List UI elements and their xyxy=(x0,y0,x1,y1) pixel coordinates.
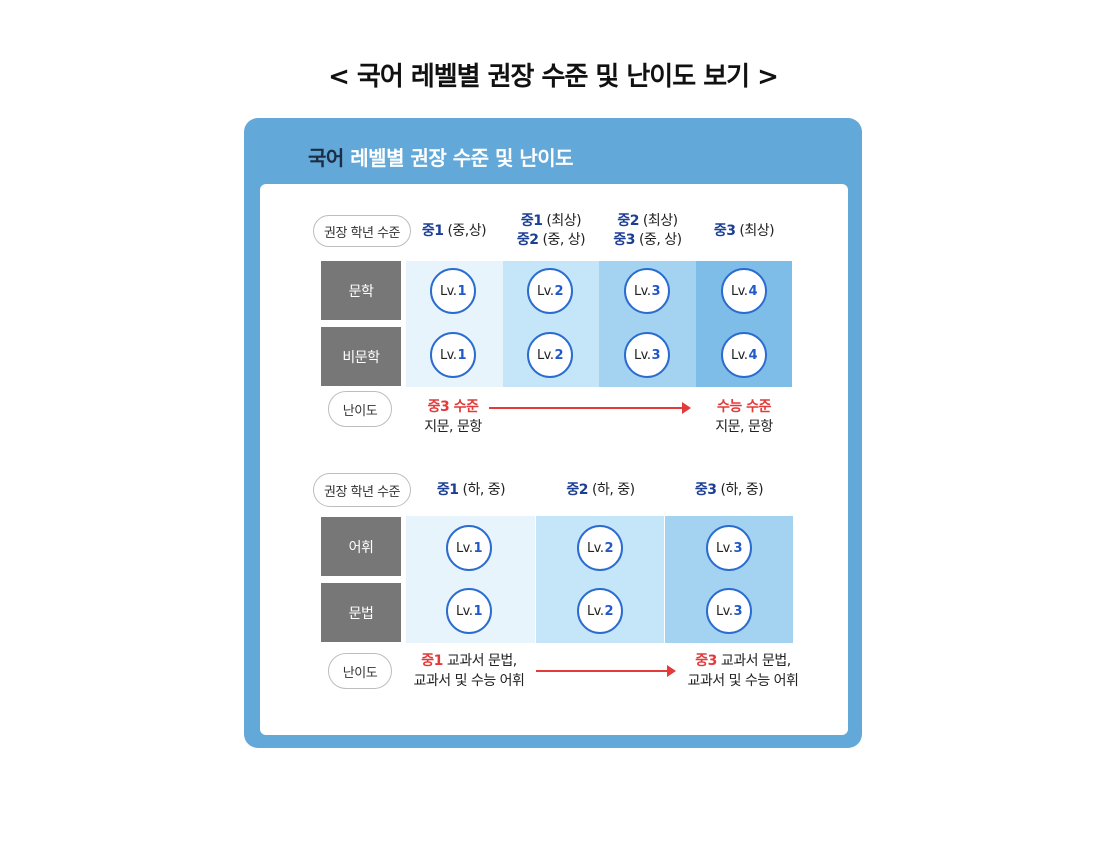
level-badge: Lv.3 xyxy=(624,332,670,378)
card-title-subject: 국어 xyxy=(308,146,344,170)
level-badge: Lv.3 xyxy=(624,268,670,314)
grade-col-2: 중1 (최상) 중2 (중, 상) xyxy=(516,213,586,248)
grade-col-4: 중3 (최상) xyxy=(713,223,775,239)
level-panel: 권장 학년 수준 중1 (중,상) 중1 (최상) 중2 (중, 상) 중2 (… xyxy=(260,184,848,735)
recommended-grade-pill: 권장 학년 수준 xyxy=(313,473,411,507)
level-badge: Lv.3 xyxy=(706,525,752,571)
difficulty-pill: 난이도 xyxy=(328,391,392,427)
card-title-text: 레벨별 권장 수준 및 난이도 xyxy=(350,146,574,170)
level-badge: Lv.1 xyxy=(430,332,476,378)
recommended-grade-pill: 권장 학년 수준 xyxy=(313,215,411,247)
difficulty-start: 중3 수준 지문, 문항 xyxy=(424,399,482,435)
level-badge: Lv.2 xyxy=(527,268,573,314)
level-badge: Lv.3 xyxy=(706,588,752,634)
level-badge: Lv.4 xyxy=(721,268,767,314)
level-badge: Lv.1 xyxy=(446,588,492,634)
level-badge: Lv.1 xyxy=(430,268,476,314)
difficulty-start: 중1 교과서 문법, 교과서 및 수능 어휘 xyxy=(413,653,525,689)
row-label-vocabulary: 어휘 xyxy=(321,517,401,576)
row-label-literature: 문학 xyxy=(321,261,401,320)
page-title: < 국어 레벨별 권장 수준 및 난이도 보기 > xyxy=(328,62,779,92)
row-label-nonliterature: 비문학 xyxy=(321,327,401,386)
level-badge: Lv.2 xyxy=(577,588,623,634)
difficulty-arrow xyxy=(536,665,676,677)
level-badge: Lv.2 xyxy=(527,332,573,378)
grade-col-3: 중2 (최상) 중3 (중, 상) xyxy=(613,213,682,248)
difficulty-arrow xyxy=(489,402,691,414)
level-badge: Lv.2 xyxy=(577,525,623,571)
grade-col-1: 중1 (중,상) xyxy=(421,223,487,239)
grade-col-3: 중3 (하, 중) xyxy=(694,482,764,498)
grade-col-1: 중1 (하, 중) xyxy=(436,482,506,498)
difficulty-pill: 난이도 xyxy=(328,653,392,689)
difficulty-end: 중3 교과서 문법, 교과서 및 수능 어휘 xyxy=(687,653,799,689)
card-title: 국어 레벨별 권장 수준 및 난이도 xyxy=(308,142,574,171)
grade-col-2: 중2 (하, 중) xyxy=(566,482,635,498)
difficulty-end: 수능 수준 지문, 문항 xyxy=(715,399,773,435)
row-label-grammar: 문법 xyxy=(321,583,401,642)
level-badge: Lv.1 xyxy=(446,525,492,571)
level-card: 국어 레벨별 권장 수준 및 난이도 권장 학년 수준 중1 (중,상) 중1 … xyxy=(244,118,862,748)
level-badge: Lv.4 xyxy=(721,332,767,378)
